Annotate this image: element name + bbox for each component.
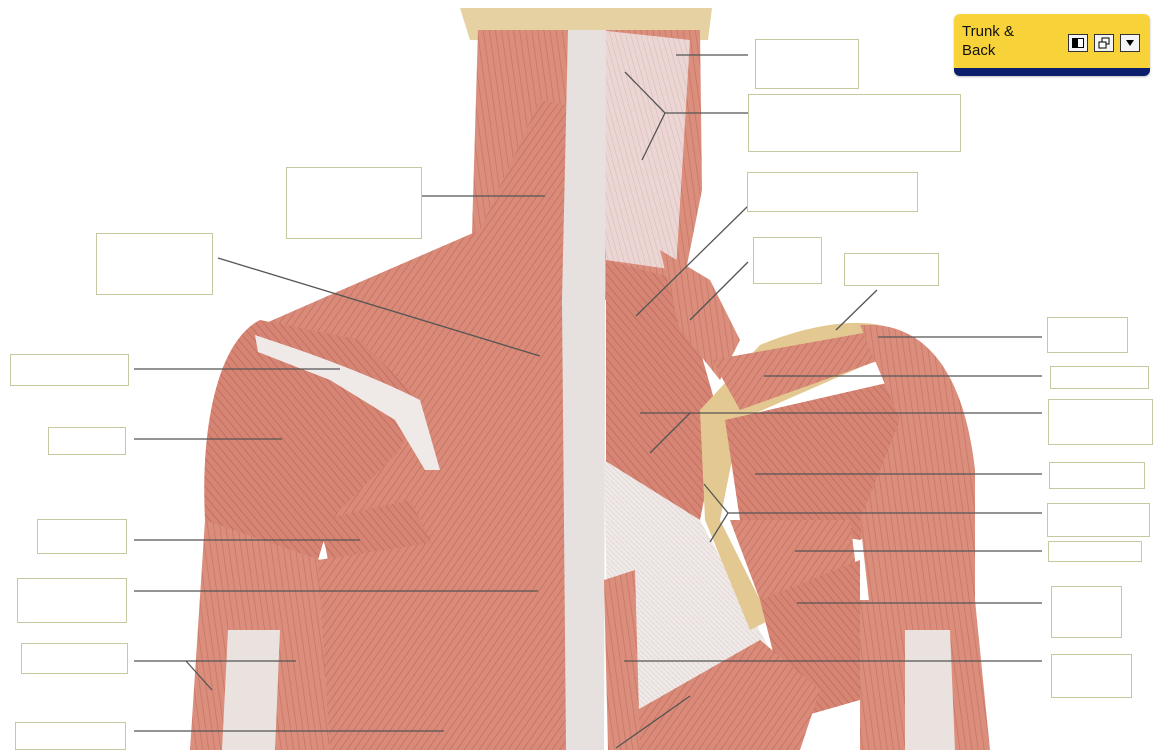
right-elbow-tendon [905, 630, 955, 750]
label-box-2[interactable] [748, 94, 961, 152]
erector-spinae [604, 570, 640, 750]
label-box-9[interactable] [10, 354, 129, 386]
label-box-5[interactable] [96, 233, 213, 295]
label-box-19[interactable] [21, 643, 128, 674]
panel-title: Trunk & Back [962, 22, 1052, 60]
left-elbow-tendon [222, 630, 280, 750]
label-box-20[interactable] [1051, 654, 1132, 698]
neck-deep-muscles [598, 30, 690, 270]
label-box-13[interactable] [1049, 462, 1145, 489]
label-box-11[interactable] [1048, 399, 1153, 445]
dropdown-button[interactable] [1120, 34, 1140, 52]
label-box-10[interactable] [1050, 366, 1149, 389]
dropdown-arrow-icon [1125, 39, 1135, 47]
label-box-4[interactable] [747, 172, 918, 212]
trunk-back-panel: Trunk & Back [954, 14, 1150, 76]
left-latissimus [318, 540, 580, 750]
panel-title-line2: Back [962, 41, 1052, 60]
label-box-18[interactable] [1051, 586, 1122, 638]
label-box-14[interactable] [1047, 503, 1150, 537]
spinal-tendon [562, 30, 606, 750]
label-box-1[interactable] [755, 39, 859, 89]
label-box-6[interactable] [753, 237, 822, 284]
label-box-17[interactable] [17, 578, 127, 623]
copy-window-icon [1098, 37, 1110, 49]
copy-window-button[interactable] [1094, 34, 1114, 52]
label-box-21[interactable] [15, 722, 126, 750]
toggle-view-icon [1072, 38, 1084, 48]
panel-title-line1: Trunk & [962, 22, 1052, 41]
label-box-8[interactable] [1047, 317, 1128, 353]
toggle-view-button[interactable] [1068, 34, 1088, 52]
label-box-7[interactable] [844, 253, 939, 286]
panel-bottom-bar [954, 68, 1150, 76]
label-box-12[interactable] [48, 427, 126, 455]
label-box-15[interactable] [37, 519, 127, 554]
label-box-16[interactable] [1048, 541, 1142, 562]
label-box-3[interactable] [286, 167, 422, 239]
